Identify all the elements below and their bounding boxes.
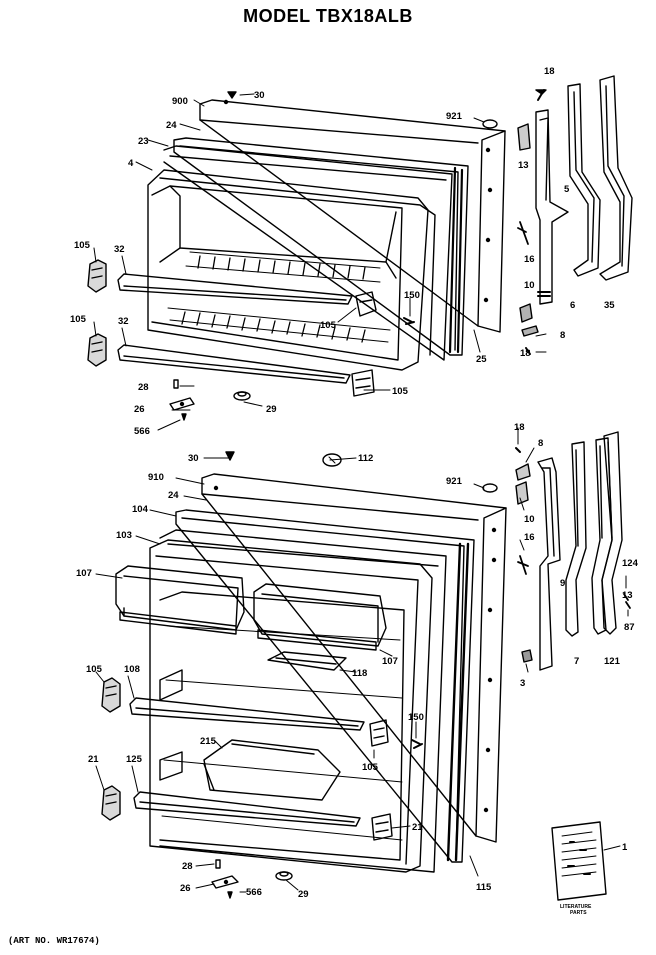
label-18-c: 18 [514,422,525,433]
label-107-b: 107 [382,656,398,667]
bracket-21-right [371,813,393,841]
freezer-door-liner [147,169,429,371]
fresh-food-outer-door [201,473,507,843]
label-13-b: 13 [622,590,633,601]
label-23: 23 [138,136,149,147]
label-9: 9 [560,578,565,589]
label-18-b: 18 [520,348,531,359]
label-24-b: 24 [168,490,179,501]
label-118: 118 [352,668,367,679]
label-28: 28 [138,382,149,393]
label-108: 108 [124,664,140,675]
literature-label: LITERATURE [560,904,592,910]
label-104: 104 [132,504,149,515]
label-30: 30 [254,90,265,101]
dairy-compartment-118 [267,651,347,671]
fresh-food-door-liner [149,539,433,873]
label-215: 215 [200,736,217,747]
freezer-shelf-bar-upper [117,273,353,305]
bin-215 [203,739,341,801]
label-13: 13 [518,160,529,171]
label-105-a: 105 [74,240,91,251]
bracket-21-left [101,785,121,821]
fresh-food-gasket [175,509,475,863]
diagram-title: MODEL TBX18ALB [243,6,413,26]
literature-parts-card [551,821,607,901]
bracket-105-c [101,677,121,713]
leader-lines [93,93,629,893]
bin-107-left [115,565,245,631]
label-566: 566 [134,426,150,437]
freezer-door-assembly [87,75,633,421]
label-112: 112 [358,453,373,464]
label-900: 900 [172,96,188,107]
label-25: 25 [476,354,487,365]
label-24: 24 [166,120,177,131]
hinge-13-bottom [515,481,529,505]
hinge-9-bottom [537,457,561,671]
label-8-b: 8 [538,438,543,449]
label-6: 6 [570,300,575,311]
parts-label: PARTS [570,910,587,916]
label-16: 16 [524,254,535,265]
label-16-b: 16 [524,532,535,543]
label-26-b: 26 [180,883,191,894]
label-87: 87 [624,622,635,633]
label-18: 18 [544,66,555,77]
label-150: 150 [404,290,420,301]
label-35: 35 [604,300,615,311]
label-30-b: 30 [188,453,199,464]
handle-6-top [567,83,601,277]
label-125: 125 [126,754,143,765]
plate-26-bottom [211,875,239,889]
label-921-b: 921 [446,476,463,487]
label-103: 103 [116,530,132,541]
label-3: 3 [520,678,525,689]
hinge-5-top [535,109,569,305]
label-10: 10 [524,280,535,291]
bracket-105-b [87,333,107,367]
label-921: 921 [446,111,463,122]
label-150-b: 150 [408,712,424,723]
label-29: 29 [266,404,277,415]
label-10-b: 10 [524,514,535,525]
label-566-b: 566 [246,887,262,898]
label-7: 7 [574,656,579,667]
label-910: 910 [148,472,164,483]
label-26: 26 [134,404,145,415]
label-105-b: 105 [70,314,87,325]
plate-26 [169,397,195,411]
label-8: 8 [560,330,565,341]
shelf-bar-125 [133,791,361,827]
label-124: 124 [622,558,639,569]
freezer-gasket [173,137,469,356]
label-121: 121 [604,656,621,667]
hinge-13-top [517,123,531,151]
label-21-b: 21 [412,822,423,833]
handle-7-bottom [565,441,587,637]
art-number: (ART NO. WR17674) [8,936,100,946]
label-115: 115 [476,882,492,893]
freezer-shelf-bar-lower [117,344,351,384]
handle-35-top [599,75,633,281]
bracket-105-a [87,259,107,293]
label-32-b: 32 [118,316,129,327]
label-105-f: 105 [362,762,379,773]
label-28-b: 28 [182,861,193,872]
part-number-labels: 18 30 900 921 24 23 13 4 5 105 32 16 150… [70,66,639,916]
label-107-a: 107 [76,568,92,579]
fresh-food-door-assembly [101,431,631,901]
label-105-c: 105 [320,320,337,331]
label-5: 5 [564,184,570,195]
label-1: 1 [622,842,628,853]
label-32-a: 32 [114,244,125,255]
label-105-e: 105 [86,664,103,675]
label-21-a: 21 [88,754,99,765]
bin-107-right [253,583,387,647]
label-105-d: 105 [392,386,409,397]
shelf-bar-108 [129,697,365,731]
label-4: 4 [128,158,134,169]
label-29-b: 29 [298,889,309,900]
